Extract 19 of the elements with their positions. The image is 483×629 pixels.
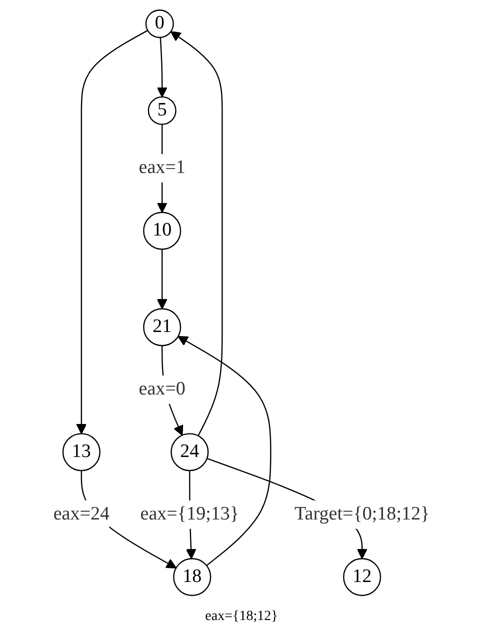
node-circle: 24 bbox=[170, 433, 209, 472]
edge-label: Target={0;18;12} bbox=[294, 504, 430, 524]
arrow bbox=[156, 37, 168, 98]
edge-label: eax={19;13} bbox=[140, 504, 240, 524]
node-circle: 5 bbox=[148, 96, 176, 125]
arrow bbox=[156, 249, 168, 310]
arrow bbox=[178, 336, 272, 566]
arrow bbox=[76, 30, 148, 434]
node-circle: 10 bbox=[143, 212, 182, 250]
node-circle: 13 bbox=[62, 433, 100, 472]
edge-label: eax=0 bbox=[138, 378, 186, 400]
node-circle: 0 bbox=[145, 10, 174, 38]
note-label: eax={18;12} bbox=[205, 609, 278, 624]
arrow bbox=[170, 31, 223, 436]
node-circle: 18 bbox=[173, 558, 212, 596]
node-circle: 12 bbox=[343, 558, 382, 596]
edge-label: eax=1 bbox=[138, 158, 186, 178]
node-circle: 21 bbox=[143, 308, 182, 346]
edge-label: eax=24 bbox=[53, 504, 110, 524]
